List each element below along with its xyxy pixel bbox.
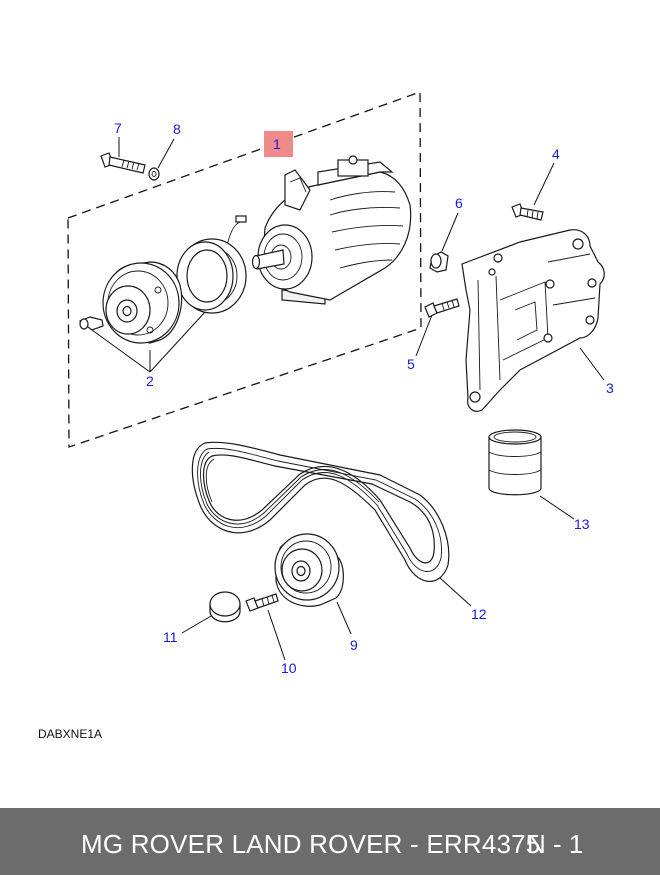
callout-12[interactable]: 12 (471, 606, 487, 622)
footer-page-number: N - 1 (527, 829, 584, 859)
drive-belt-12 (191, 441, 450, 583)
sleeve-13 (488, 429, 542, 496)
callout-2[interactable]: 2 (146, 373, 154, 389)
bolt-7 (100, 152, 146, 174)
callout-7[interactable]: 7 (114, 120, 122, 136)
assembly-boundary (67, 91, 422, 448)
footer-title: MG ROVER LAND ROVER - ERR4375 (81, 829, 541, 859)
callout-11[interactable]: 11 (163, 629, 178, 645)
callout-10[interactable]: 10 (281, 660, 297, 676)
washer-8 (148, 167, 160, 181)
cap-11 (209, 591, 241, 623)
footer-bar: MG ROVER LAND ROVER - ERR4375 N - 1 (0, 808, 660, 875)
callout-8[interactable]: 8 (173, 121, 181, 137)
bolt-4 (511, 203, 544, 221)
callout-13[interactable]: 13 (574, 516, 590, 532)
mounting-bracket (461, 229, 605, 412)
callout-4[interactable]: 4 (552, 146, 560, 162)
highlight-box-1[interactable] (264, 131, 293, 157)
spacer-6 (429, 251, 449, 273)
bolt-10 (245, 593, 279, 612)
callout-3[interactable]: 3 (606, 380, 614, 396)
callout-1[interactable]: 1 (273, 136, 281, 152)
callout-9[interactable]: 9 (350, 637, 358, 653)
parts-diagram: 1 (67, 91, 614, 676)
tensioner-pulley-9 (274, 533, 344, 607)
compressor (225, 155, 412, 305)
callout-6[interactable]: 6 (455, 195, 463, 211)
leader-lines (91, 137, 605, 661)
clutch-assembly (78, 238, 247, 344)
bolt-5 (424, 298, 460, 318)
diagram-code: DABXNE1A (38, 727, 103, 741)
callout-5[interactable]: 5 (407, 356, 415, 372)
